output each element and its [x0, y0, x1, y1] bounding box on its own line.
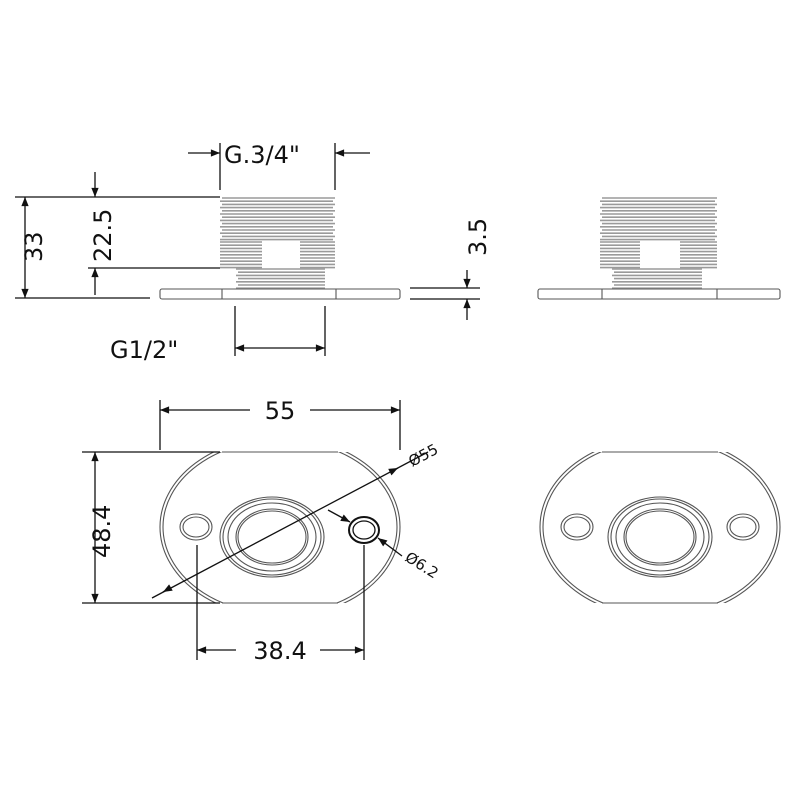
label-bottom-thread: G1/2" [110, 336, 178, 364]
plan-view-right [539, 451, 781, 604]
label-plate-height: 48.4 [88, 505, 116, 558]
label-plate-width: 55 [265, 397, 296, 425]
dimension-plate-width: 55 [159, 397, 401, 450]
side-elevation-left [159, 197, 401, 300]
dimension-outer-diameter: Ø55 [151, 440, 441, 599]
base-plate [537, 288, 781, 300]
label-thread-length: 22.5 [89, 209, 117, 262]
label-top-thread: G.3/4" [224, 141, 300, 169]
dimension-hole-spacing: 38.4 [196, 545, 365, 665]
mount-hole [560, 513, 594, 541]
dimension-plate-thickness: 3.5 [410, 218, 492, 320]
mount-hole [348, 516, 380, 544]
thread-hatching [600, 197, 717, 290]
plan-view-left [159, 451, 401, 604]
side-elevation-right [537, 197, 781, 300]
dimension-top-thread: G.3/4" [188, 141, 370, 190]
thread-hatching [220, 197, 335, 290]
dimension-plate-height: 48.4 [82, 451, 220, 604]
mount-hole [182, 516, 210, 538]
label-hole-diameter: Ø6.2 [402, 548, 442, 582]
dimension-thread-length: 22.5 [88, 172, 220, 295]
label-hole-spacing: 38.4 [253, 637, 306, 665]
label-outer-diameter: Ø55 [405, 440, 441, 470]
label-overall-height: 33 [20, 231, 48, 262]
mount-hole [726, 513, 760, 541]
base-plate [159, 288, 401, 300]
dimension-bottom-thread: G1/2" [110, 306, 326, 364]
label-plate-thickness: 3.5 [464, 218, 492, 256]
mount-hole [179, 513, 213, 541]
dimension-overall-height: 33 [15, 196, 220, 299]
